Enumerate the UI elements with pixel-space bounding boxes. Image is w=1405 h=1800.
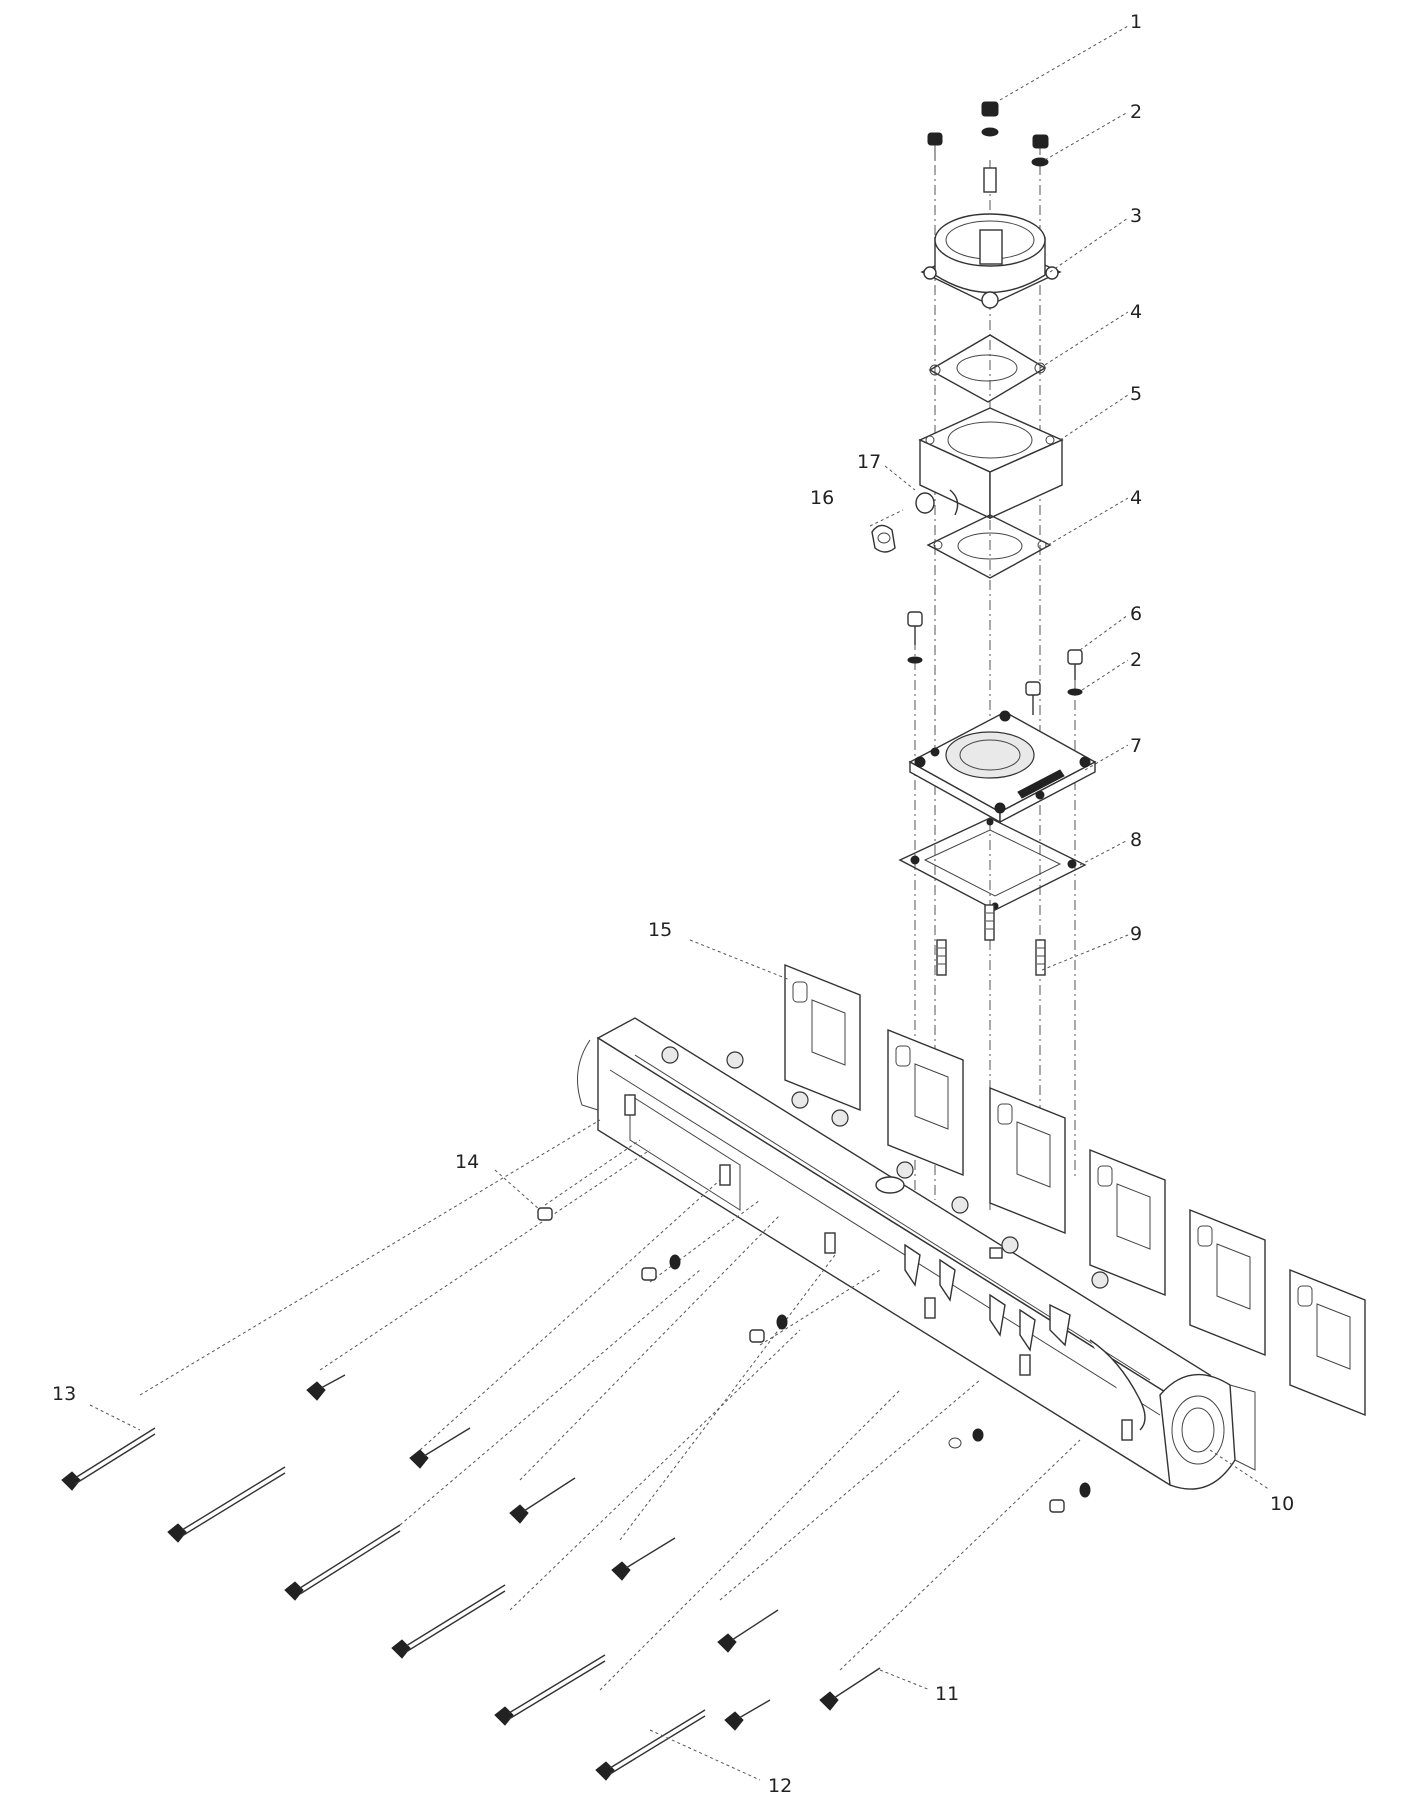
upper-gasket-part-4 (928, 334, 1047, 403)
callout-5: 5 (1130, 383, 1142, 405)
port-gaskets-part-15 (784, 963, 1366, 1417)
studs-part-9 (936, 904, 1046, 976)
top-nut-left (927, 132, 943, 160)
callout-6: 6 (1130, 603, 1142, 625)
callout-12: 12 (768, 1775, 792, 1797)
callout-3: 3 (1130, 205, 1142, 227)
bolt-part-6-left (907, 611, 923, 664)
callout-11: 11 (935, 1683, 959, 1705)
hex-bolts-part-14 (537, 1207, 1091, 1513)
callout-leaders (89, 25, 1271, 1781)
top-nut-center (981, 101, 999, 137)
center-bolt (1025, 681, 1041, 715)
flange-plate-part-7 (908, 710, 1097, 824)
top-nut-right (1031, 134, 1049, 167)
long-bolts-part-12 (61, 1427, 706, 1781)
callout-13: 13 (52, 1383, 76, 1405)
callout-16: 16 (810, 487, 834, 509)
callout-2-lower: 2 (1130, 649, 1142, 671)
callout-4-upper: 4 (1130, 301, 1142, 323)
top-stud-center (983, 167, 997, 193)
exhaust-manifold-part-10 (577, 1017, 1256, 1490)
callout-7: 7 (1130, 735, 1142, 757)
side-plug-part-16 (871, 524, 896, 553)
callout-4-lower: 4 (1130, 487, 1142, 509)
callout-17: 17 (857, 451, 881, 473)
callout-9: 9 (1130, 923, 1142, 945)
bolt-part-6-right (1067, 649, 1083, 696)
callout-10: 10 (1270, 1493, 1294, 1515)
bolt-leaders (139, 1119, 1081, 1691)
callout-1: 1 (1130, 11, 1142, 33)
elbow-housing-part-3 (920, 213, 1062, 309)
callout-8: 8 (1130, 829, 1142, 851)
short-bolts-part-11 (306, 1374, 881, 1731)
callout-2-upper: 2 (1130, 101, 1142, 123)
callout-15: 15 (648, 919, 672, 941)
o-ring-part-17 (915, 489, 959, 516)
lower-gasket-part-4 (926, 514, 1052, 579)
spacer-block-part-5 (918, 407, 1064, 520)
callout-14: 14 (455, 1151, 479, 1173)
callout-labels: 1 2 3 4 5 4 6 2 7 8 9 10 11 12 13 14 15 … (52, 11, 1294, 1797)
flange-gasket-part-8 (898, 817, 1087, 911)
